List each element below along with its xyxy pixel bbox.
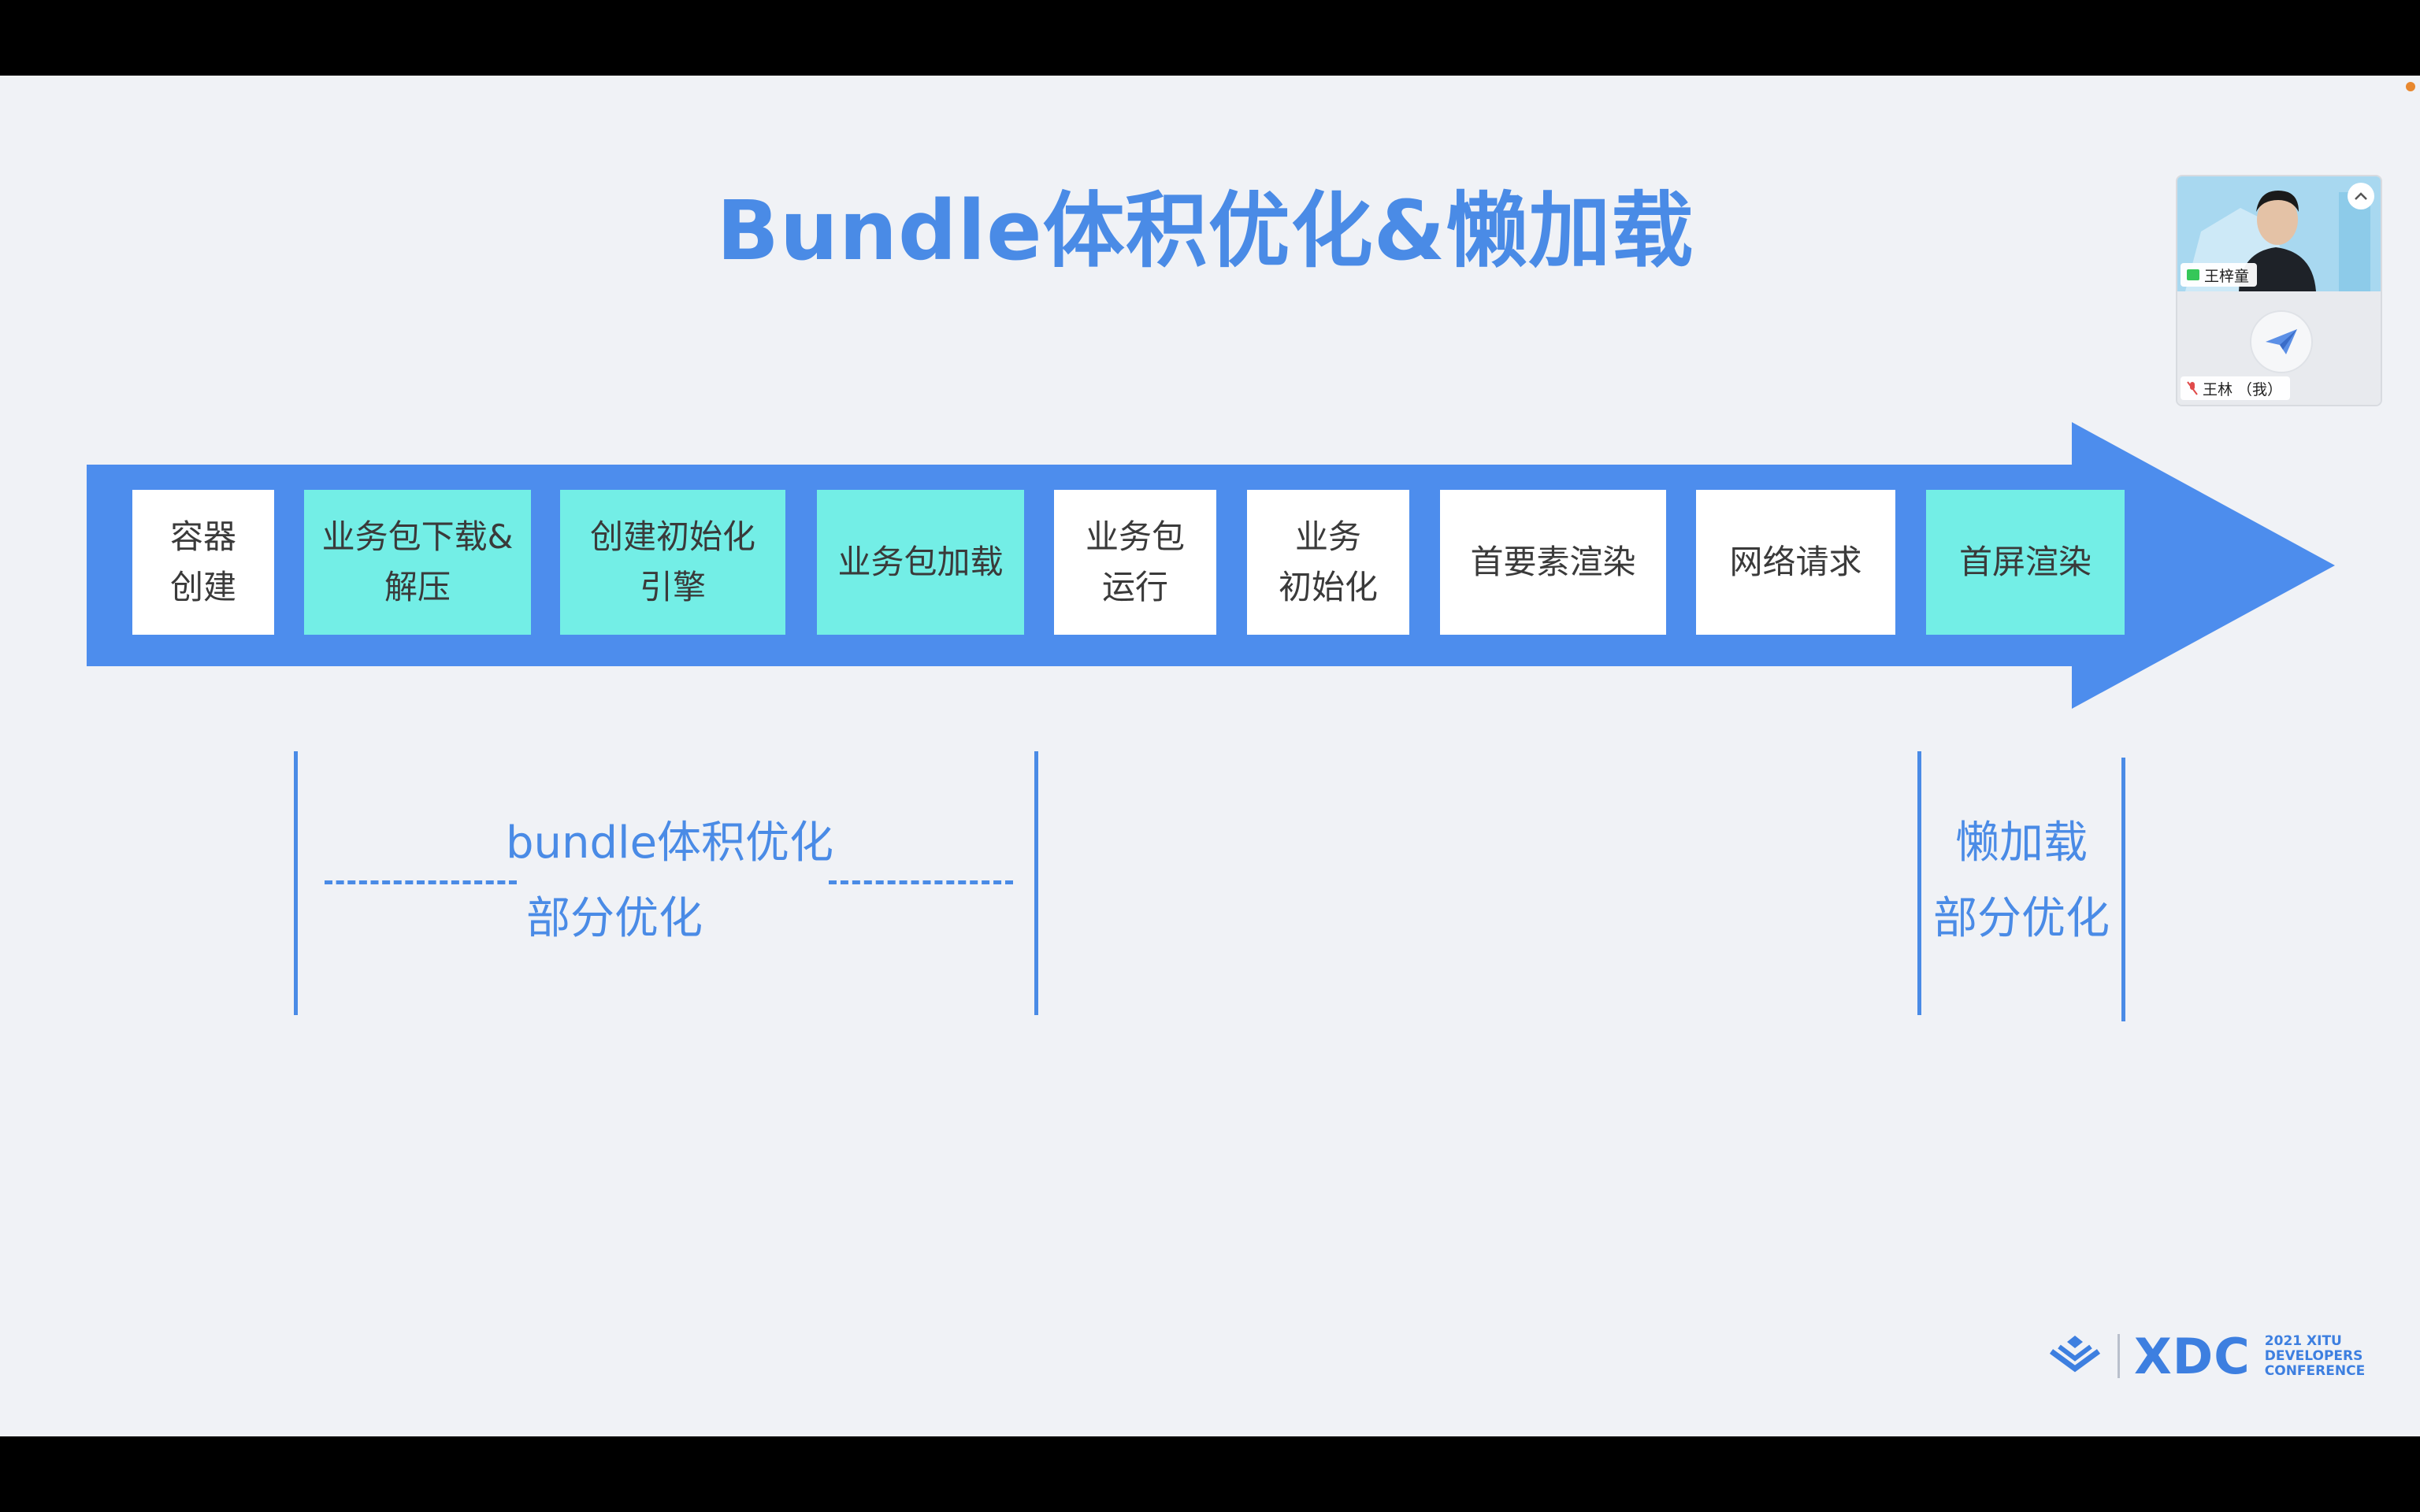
speaker-video-tile[interactable]: 王梓童 [2177,176,2381,291]
logo-subtitle: 2021 XITU DEVELOPERS CONFERENCE [2264,1332,2366,1379]
step-first-screen-render: 首屏渲染 [1926,490,2125,635]
self-name: 王林 （我） [2203,380,2283,398]
step-label: 业务包加载 [837,543,1004,581]
conference-logo: XDC 2021 XITU DEVELOPERS CONFERENCE [2047,1325,2365,1388]
bracket-right-label: 懒加载 部分优化 [1922,806,2121,957]
logo-sub-line2: DEVELOPERS [2264,1347,2363,1364]
step-container-create: 容器 创建 [132,490,274,635]
step-label: 创建初始化 引擎 [589,517,755,606]
recording-indicator-dot [2406,82,2415,91]
step-network-request: 网络请求 [1696,490,1895,635]
bracket-left-start-line [294,751,298,1015]
step-label: 首屏渲染 [1958,543,2092,581]
self-name-tag: 王林 （我） [2181,376,2291,400]
juejin-logo-icon [2049,1336,2101,1373]
mic-muted-icon [2187,381,2198,395]
step-label: 容器 创建 [169,517,236,606]
bracket-right-start-line [1917,751,1921,1015]
step-label: 首要素渲染 [1470,543,1636,581]
presentation-slide [0,76,2420,1436]
logo-sub-line1: 2021 XITU [2264,1332,2342,1349]
bracket-left-end-line [1034,751,1038,1015]
chevron-up-icon[interactable] [2348,183,2374,209]
speaker-name-tag: 王梓童 [2181,263,2258,287]
video-call-panel: 王梓童 王林 （我） [2176,175,2382,406]
logo-sub-line3: CONFERENCE [2264,1362,2366,1379]
top-letterbox [0,0,2420,76]
step-label: 业务包下载& 解压 [321,517,514,606]
step-label: 业务 初始化 [1278,517,1378,606]
bracket-right-line1: 懒加载 [1955,817,2088,869]
self-video-tile[interactable]: 王林 （我） [2177,291,2381,405]
step-bundle-download: 业务包下载& 解压 [304,490,531,635]
slide-title: Bundle体积优化&懒加载 [716,183,1694,279]
step-first-element-render: 首要素渲染 [1440,490,1666,635]
bracket-right-end-line [2121,758,2125,1021]
bracket-left-dash-right [829,880,1013,884]
paper-plane-icon [2266,329,2297,354]
step-engine-init: 创建初始化 引擎 [560,490,785,635]
bracket-right-line2: 部分优化 [1933,893,2110,944]
bottom-letterbox [0,1436,2420,1512]
bracket-left-line1: bundle体积优化 [505,817,834,869]
screen-share-icon [2187,269,2199,280]
self-avatar [2250,310,2313,373]
logo-divider [2118,1334,2120,1378]
speaker-name: 王梓童 [2204,267,2250,285]
step-bundle-run: 业务包 运行 [1054,490,1216,635]
bracket-left-line2: 部分优化 [526,893,703,944]
bracket-left-label: bundle体积优化 部分优化 [473,806,867,957]
step-business-init: 业务 初始化 [1247,490,1409,635]
bracket-left-dash-left [325,880,517,884]
logo-brand: XDC [2134,1327,2251,1385]
step-label: 业务包 运行 [1085,517,1185,606]
step-label: 网络请求 [1729,543,1862,581]
step-bundle-load: 业务包加载 [817,490,1024,635]
